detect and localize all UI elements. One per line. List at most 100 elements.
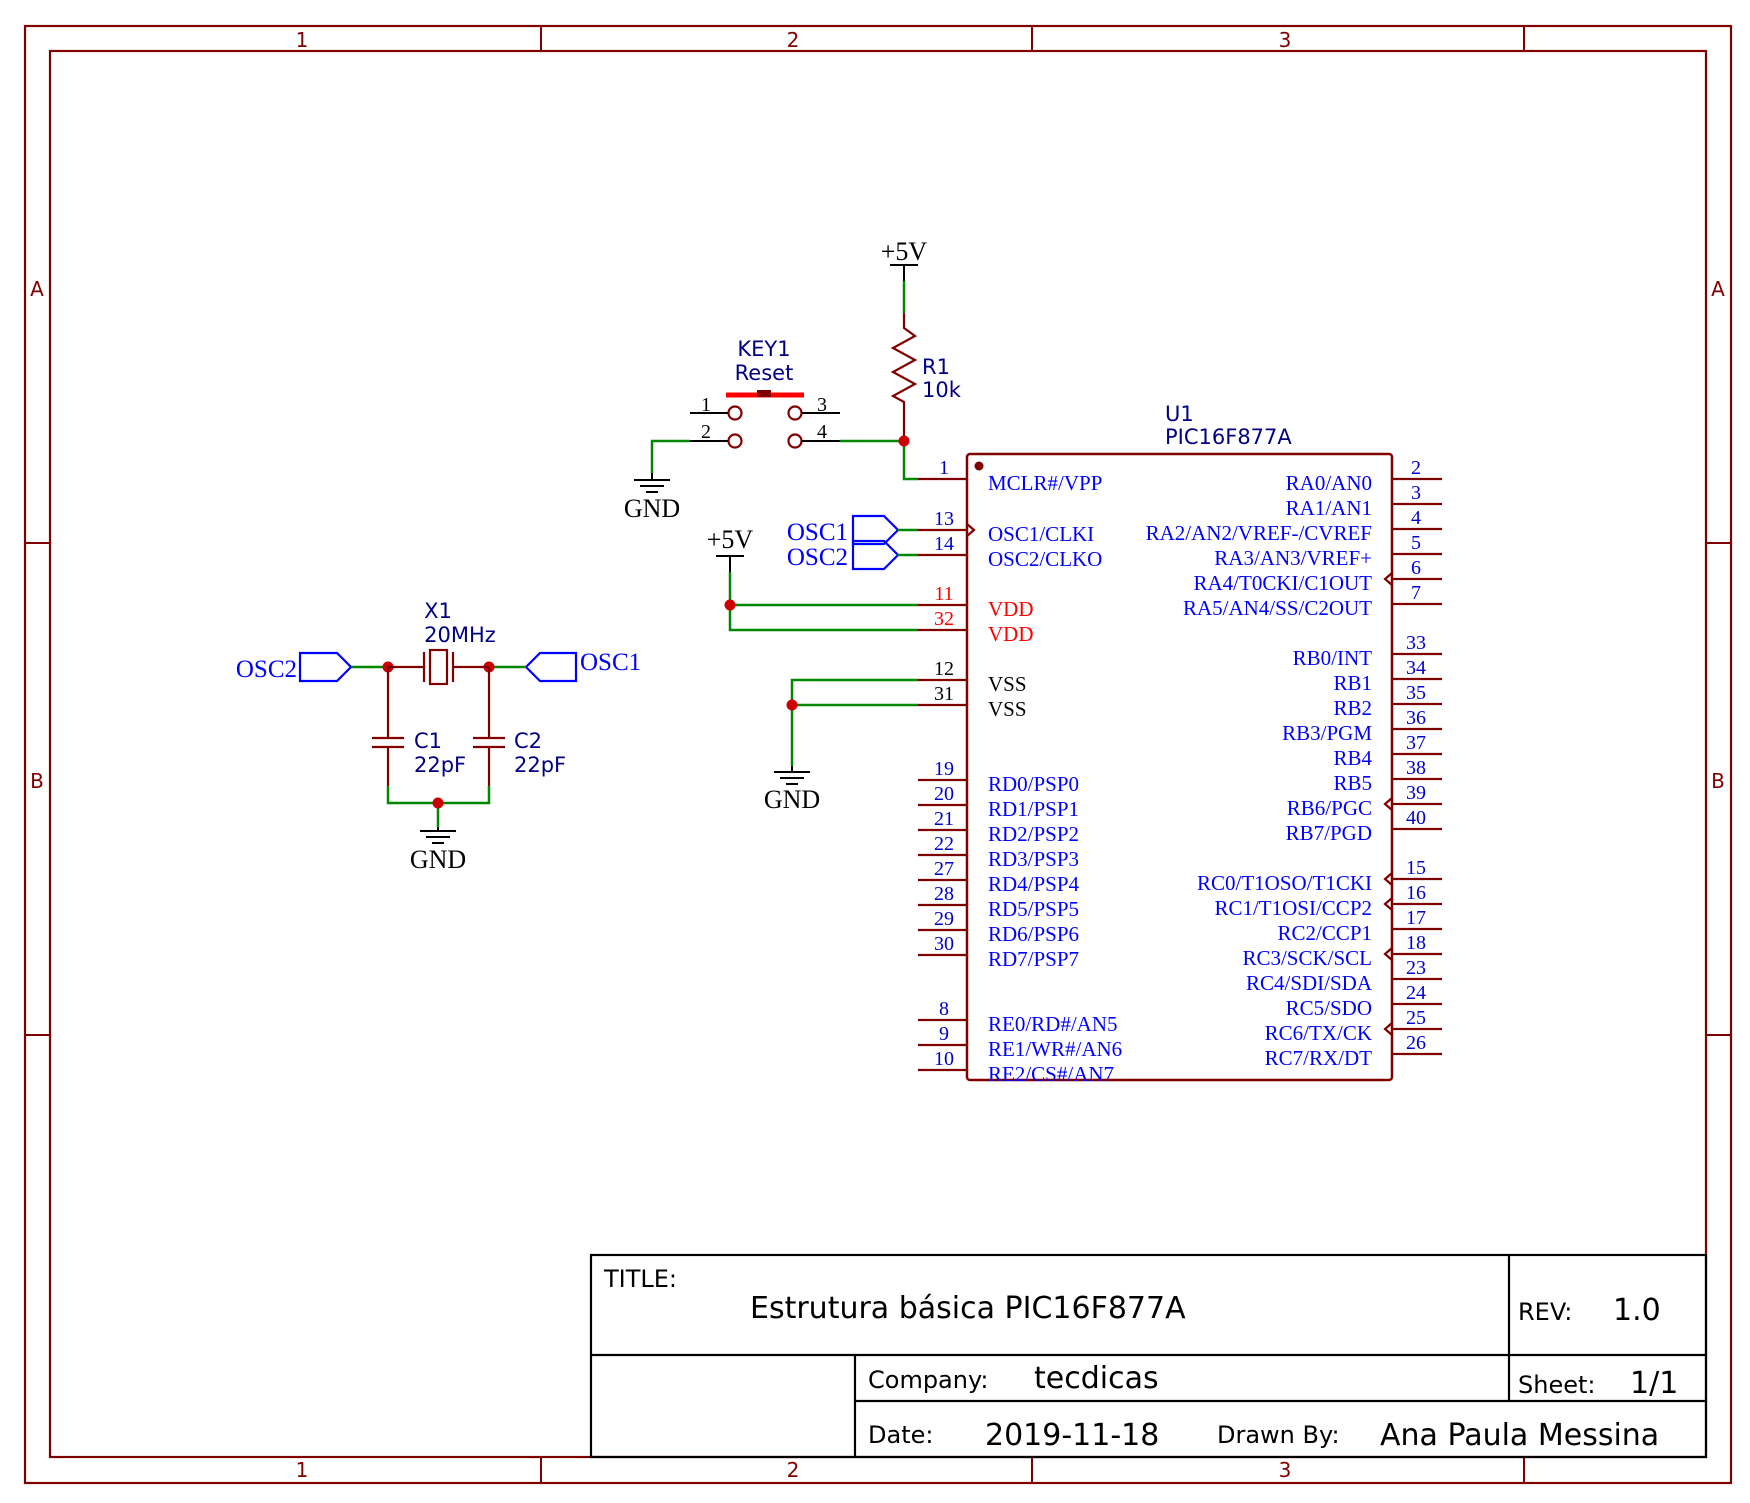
u1-left-pins: 1MCLR#/VPP13OSC1/CLKI14OSC2/CLKO11VDD32V… bbox=[918, 457, 1122, 1086]
u1-pin-number: 16 bbox=[1406, 882, 1426, 904]
u1-pin-name: RB1 bbox=[1333, 671, 1372, 695]
u1-pin-name: RC4/SDI/SDA bbox=[1246, 971, 1373, 995]
u1-pin-name: VDD bbox=[988, 622, 1034, 646]
ic-u1[interactable]: U1 PIC16F877A 1MCLR#/VPP13OSC1/CLKI14OSC… bbox=[918, 402, 1442, 1086]
u1-pin-name: OSC2/CLKO bbox=[988, 547, 1102, 571]
c1-ref: C1 bbox=[414, 729, 442, 753]
vcc-symbol-vdd: +5V bbox=[707, 525, 753, 572]
zone-col-3-bottom: 3 bbox=[1279, 1458, 1292, 1482]
company-value: tecdicas bbox=[1034, 1361, 1159, 1396]
title-key: TITLE: bbox=[603, 1265, 677, 1293]
u1-pin-number: 26 bbox=[1406, 1032, 1426, 1054]
u1-pin-number: 17 bbox=[1406, 907, 1426, 929]
switch-key1[interactable]: KEY1 Reset 1 2 3 4 bbox=[690, 337, 840, 449]
crystal-x1[interactable]: X1 20MHz bbox=[388, 599, 496, 686]
u1-pin-number: 12 bbox=[934, 658, 954, 680]
u1-pin-name: RA0/AN0 bbox=[1286, 471, 1372, 495]
gnd-caps-label: GND bbox=[410, 845, 466, 874]
u1-pin-number: 34 bbox=[1406, 657, 1426, 679]
net-flag-osc1-u1: OSC1 bbox=[787, 514, 900, 546]
date-key: Date: bbox=[868, 1421, 933, 1449]
zone-col-3-top: 3 bbox=[1279, 28, 1292, 52]
title-block: TITLE: Estrutura básica PIC16F877A REV: … bbox=[589, 1253, 1708, 1459]
vcc-r1-label: +5V bbox=[881, 237, 928, 266]
zone-col-2-top: 2 bbox=[787, 28, 800, 52]
u1-pin-name: RD6/PSP6 bbox=[988, 922, 1079, 946]
zone-row-b-left: B bbox=[30, 769, 44, 793]
u1-pin-number: 8 bbox=[939, 998, 949, 1020]
u1-pin-name: RB7/PGD bbox=[1286, 821, 1372, 845]
u1-pin-number: 6 bbox=[1411, 557, 1421, 579]
drawn-key: Drawn By: bbox=[1217, 1421, 1340, 1449]
capacitor-c2[interactable]: C2 22pF bbox=[473, 667, 566, 786]
key1-pin-4: 4 bbox=[817, 421, 827, 443]
u1-pin-number: 21 bbox=[934, 808, 954, 830]
u1-pin-number: 11 bbox=[934, 583, 953, 605]
u1-pin-name: RB6/PGC bbox=[1287, 796, 1372, 820]
u1-pin-number: 30 bbox=[934, 933, 954, 955]
u1-pin-number: 37 bbox=[1406, 732, 1426, 754]
u1-pin-number: 39 bbox=[1406, 782, 1426, 804]
zone-row-b-right: B bbox=[1711, 769, 1725, 793]
capacitor-c1[interactable]: C1 22pF bbox=[372, 667, 466, 786]
u1-pin-name: RD3/PSP3 bbox=[988, 847, 1079, 871]
u1-pin-name: MCLR#/VPP bbox=[988, 471, 1102, 495]
u1-pin-name: RC6/TX/CK bbox=[1265, 1021, 1372, 1045]
gnd-symbol-vss: GND bbox=[764, 766, 820, 814]
zone-row-a-left: A bbox=[30, 277, 44, 301]
u1-pin-name: VSS bbox=[988, 672, 1027, 696]
u1-pin-name: RA1/AN1 bbox=[1286, 496, 1372, 520]
net-osc2-xtal-label: OSC2 bbox=[236, 656, 297, 683]
u1-pin-name: RC3/SCK/SCL bbox=[1242, 946, 1372, 970]
c2-value: 22pF bbox=[514, 753, 566, 777]
vcc-symbol-r1: +5V bbox=[881, 237, 928, 281]
u1-pin-name: VSS bbox=[988, 697, 1027, 721]
u1-pin-name: RB5 bbox=[1333, 771, 1372, 795]
u1-pin-number: 10 bbox=[934, 1048, 954, 1070]
c2-ref: C2 bbox=[514, 729, 542, 753]
u1-value: PIC16F877A bbox=[1165, 425, 1292, 449]
u1-pin-number: 18 bbox=[1406, 932, 1426, 954]
zone-col-1-top: 1 bbox=[296, 28, 309, 52]
u1-pin-number: 3 bbox=[1411, 482, 1421, 504]
u1-pin-number: 9 bbox=[939, 1023, 949, 1045]
u1-pin-name: RA2/AN2/VREF-/CVREF bbox=[1146, 521, 1372, 545]
u1-pin-name: RD1/PSP1 bbox=[988, 797, 1079, 821]
u1-pin-name: RB3/PGM bbox=[1282, 721, 1372, 745]
u1-pin-name: RC2/CCP1 bbox=[1277, 921, 1372, 945]
net-osc1-u1-label: OSC1 bbox=[787, 519, 848, 546]
resistor-r1[interactable]: R1 10k bbox=[890, 313, 962, 440]
u1-pin-name: RB4 bbox=[1333, 746, 1372, 770]
key1-pin-2: 2 bbox=[701, 421, 711, 443]
key1-value: Reset bbox=[735, 361, 794, 385]
u1-pin-number: 31 bbox=[934, 683, 954, 705]
u1-pin-number: 36 bbox=[1406, 707, 1426, 729]
date-value: 2019-11-18 bbox=[985, 1418, 1159, 1453]
u1-pin-number: 40 bbox=[1406, 807, 1426, 829]
u1-pin-name: VDD bbox=[988, 597, 1034, 621]
u1-pin-name: RD5/PSP5 bbox=[988, 897, 1079, 921]
